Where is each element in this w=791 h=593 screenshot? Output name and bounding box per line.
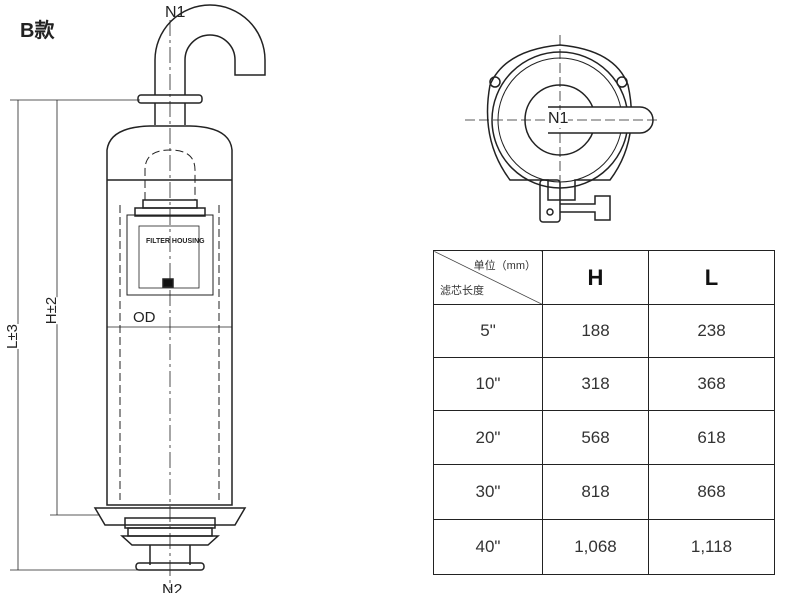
inlet-pipe (154, 4, 266, 95)
length-cell: 20" (433, 410, 543, 465)
l-cell: 368 (648, 357, 775, 411)
inlet-label: N1 (165, 4, 186, 21)
l-cell: 618 (648, 410, 775, 465)
h-cell: 1,068 (542, 519, 649, 575)
clamp-latch (539, 179, 561, 223)
length-cell: 30" (433, 464, 543, 520)
h-cell: 188 (542, 304, 649, 358)
h-cell: 318 (542, 357, 649, 411)
l-cell: 238 (648, 304, 775, 358)
l-cell: 1,118 (648, 519, 775, 575)
l-cell: 868 (648, 464, 775, 520)
top-view-inlet-label: N1 (548, 110, 569, 128)
row-header-label: 滤芯长度 (440, 285, 484, 297)
nameplate-text: FILTER HOUSING (146, 238, 205, 245)
vessel-body (106, 125, 233, 506)
filter-top-view (465, 35, 660, 223)
column-header-l: L (648, 250, 775, 305)
model-title: B款 (20, 20, 55, 42)
unit-label: 单位（mm） (473, 260, 536, 272)
length-cell: 40" (433, 519, 543, 575)
od-label: OD (133, 309, 156, 326)
outlet-label: N2 (162, 582, 183, 593)
bottom-clamp (93, 507, 247, 526)
length-cell: 10" (433, 357, 543, 411)
l-label: L±3 (3, 324, 21, 349)
column-header-h: H (542, 250, 649, 305)
h-cell: 568 (542, 410, 649, 465)
h-label: H±2 (43, 296, 61, 325)
outlet-flange (135, 562, 205, 571)
diagonal-header-cell: 单位（mm） 滤芯长度 (433, 250, 543, 305)
h-cell: 818 (542, 464, 649, 520)
nameplate (126, 214, 214, 296)
length-cell: 5" (433, 304, 543, 358)
